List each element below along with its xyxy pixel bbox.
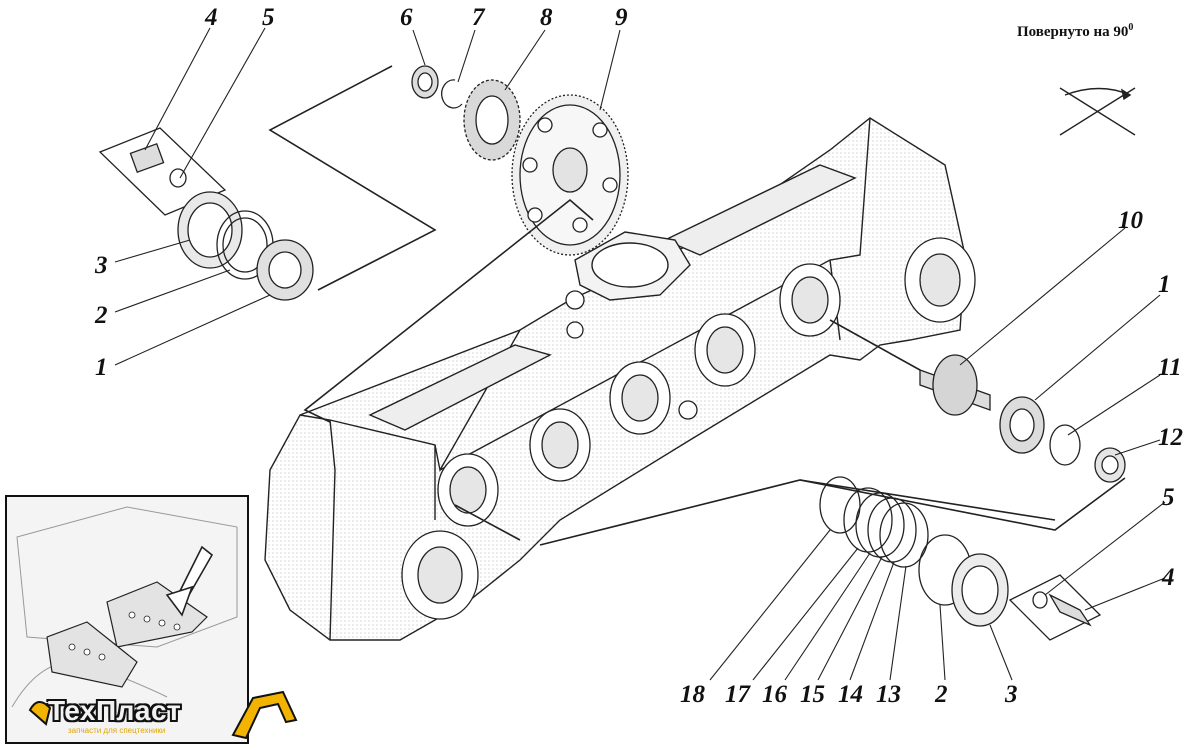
rotation-symbol: [1059, 87, 1136, 136]
callout-3-bottom: 3: [1005, 681, 1018, 708]
callout-3-left: 3: [95, 252, 108, 279]
rotation-caption-text: Повернуто на 90: [1017, 24, 1129, 40]
brand-tagline: запчасти для спецтехники: [68, 726, 166, 735]
callout-13: 13: [876, 681, 901, 708]
callout-5-top: 5: [262, 4, 275, 31]
callout-18: 18: [680, 681, 705, 708]
brand-logo: ТехПласт запчасти для спецтехники: [28, 690, 298, 742]
callout-7: 7: [472, 4, 485, 31]
leader-lines: [114, 27, 1166, 681]
callout-15: 15: [800, 681, 825, 708]
gear-group: [411, 65, 629, 256]
shaft-group: [919, 354, 1126, 483]
ring-group: [819, 476, 1102, 641]
rotation-caption-degree: 0: [1128, 22, 1134, 33]
assembly-arrows: [268, 65, 1126, 546]
callout-9: 9: [615, 4, 628, 31]
housing-bores: [401, 237, 976, 620]
callout-2-left: 2: [95, 302, 108, 329]
callout-4-right: 4: [1162, 564, 1175, 591]
callout-1-left: 1: [95, 354, 108, 381]
callout-14: 14: [838, 681, 863, 708]
brand-name: ТехПласт: [48, 695, 182, 726]
rotation-caption: Повернуто на 900: [1017, 22, 1133, 41]
callout-2-bottom: 2: [935, 681, 948, 708]
callout-17: 17: [725, 681, 750, 708]
callout-10: 10: [1118, 207, 1143, 234]
callout-11: 11: [1158, 354, 1182, 381]
callout-4-top: 4: [205, 4, 218, 31]
locator-inset-drawing: [7, 497, 247, 742]
callout-1-right: 1: [1158, 271, 1171, 298]
callout-8: 8: [540, 4, 553, 31]
callout-16: 16: [762, 681, 787, 708]
locator-inset: [5, 495, 249, 744]
callout-12: 12: [1158, 424, 1183, 451]
callout-5-right: 5: [1162, 484, 1175, 511]
left-bolt-group: [98, 127, 314, 301]
callout-6: 6: [400, 4, 413, 31]
excavator-icon: [28, 690, 298, 740]
